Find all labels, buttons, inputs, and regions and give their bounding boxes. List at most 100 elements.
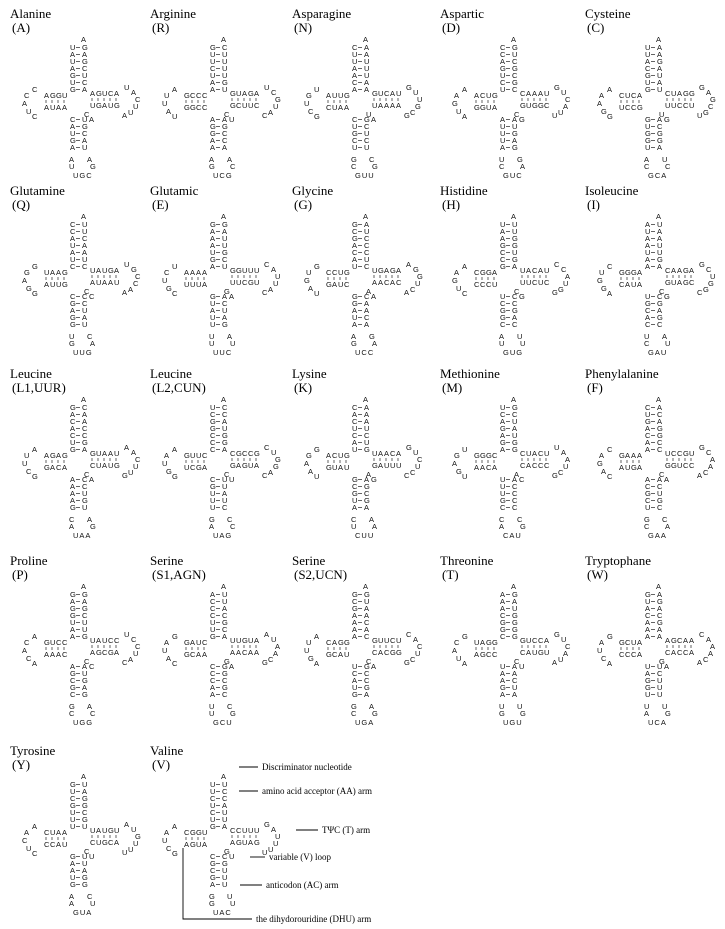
dhu-stem-nt: A xyxy=(44,451,49,460)
anticodon-stem-nt: A xyxy=(657,115,662,124)
legend-anticodon-label: anticodon (AC) arm xyxy=(266,880,338,890)
anticodon-stem-nt: A xyxy=(210,143,215,152)
anticodon-loop-nt: A xyxy=(372,522,377,531)
trna-code: (H) xyxy=(442,197,460,212)
anticodon-stem-nt: C xyxy=(82,292,88,301)
dhu-loop-nt: U xyxy=(462,472,467,481)
acceptor-stem-nt: U xyxy=(364,64,369,73)
acceptor-stem-nt: A xyxy=(222,445,227,454)
anticodon-loop-nt: C xyxy=(87,332,93,341)
variable-loop-nt: C xyxy=(659,287,665,296)
anticodon-stem-nt: U xyxy=(657,489,662,498)
t-stem-nt: G xyxy=(538,648,544,657)
t-stem-nt: A xyxy=(248,838,253,847)
anticodon-stem-nt: A xyxy=(364,306,369,315)
t-stem-nt: C xyxy=(544,278,550,287)
anticodon-stem-nt: A xyxy=(82,662,87,671)
acceptor-stem-nt: U xyxy=(82,71,87,80)
t-loop-nt: U xyxy=(133,102,138,111)
dhu-stem-nt: A xyxy=(56,840,61,849)
anticodon-stem-nt: U xyxy=(82,115,87,124)
anticodon-stem-nt: U xyxy=(657,676,662,685)
anticodon-stem-nt: C xyxy=(512,320,518,329)
acceptor-stem-nt: U xyxy=(210,50,215,59)
acceptor-stem-nt: A xyxy=(222,604,227,613)
acceptor-stem-nt: C xyxy=(210,445,216,454)
t-loop-nt: G xyxy=(404,658,410,667)
acceptor-stem-nt: G xyxy=(70,780,76,789)
t-loop-nt: U xyxy=(558,655,563,664)
anticodon-loop-nt: U xyxy=(209,702,214,711)
dhu-stem-nt: U xyxy=(625,463,630,472)
acceptor-stem-nt: A xyxy=(82,248,87,257)
anticodon-stem-nt: U xyxy=(70,873,75,882)
anticodon-stem-nt: C xyxy=(82,482,88,491)
t-loop-nt: U xyxy=(563,279,568,288)
acceptor-stem-nt: U xyxy=(210,815,215,824)
anticodon-loop-nt: U xyxy=(499,155,504,164)
dhu-stem-nt: G xyxy=(474,103,480,112)
trna-name: Cysteine xyxy=(585,6,631,21)
t-loop-nt: A xyxy=(565,272,570,281)
t-stem-nt: U xyxy=(242,101,247,110)
anticodon-stem-nt: G xyxy=(222,859,228,868)
anticodon-stem-nt: U xyxy=(70,129,75,138)
dhu-loop-nt: G xyxy=(306,451,312,460)
dhu-stem-nt: C xyxy=(62,650,68,659)
t-loop-nt: U xyxy=(268,845,273,854)
t-loop-nt: G xyxy=(554,630,560,639)
t-stem-nt: C xyxy=(532,266,538,275)
acceptor-stem-nt: C xyxy=(500,632,506,641)
t-stem-nt: G xyxy=(96,648,102,657)
t-stem-nt: A xyxy=(396,101,401,110)
dhu-stem-nt: G xyxy=(486,638,492,647)
acceptor-stem-nt: A xyxy=(352,632,357,641)
anticodon-stem-nt: A xyxy=(512,136,517,145)
dhu-loop-nt: C xyxy=(24,638,30,647)
anticodon-loop-nt: A xyxy=(69,522,74,531)
acceptor-stem-nt: C xyxy=(352,431,358,440)
t-stem-nt: C xyxy=(683,461,689,470)
t-stem-nt: C xyxy=(532,461,538,470)
acceptor-stem-nt: U xyxy=(222,241,227,250)
t-stem-nt: A xyxy=(96,266,101,275)
anticodon-loop-nt: G xyxy=(644,515,650,524)
anticodon-loop-nt: C xyxy=(644,522,650,531)
t-loop-nt: U xyxy=(275,272,280,281)
dhu-stem-nt: G xyxy=(184,638,190,647)
anticodon-loop-nt: C xyxy=(665,162,671,171)
dhu-stem-nt: A xyxy=(202,840,207,849)
t-loop-nt: G xyxy=(131,265,137,274)
dhu-loop-nt: U xyxy=(456,284,461,293)
anticodon-stem-nt: U xyxy=(210,489,215,498)
acceptor-stem-nt: U xyxy=(364,438,369,447)
anticodon-stem-nt: U xyxy=(82,489,87,498)
anticodon-stem-nt: U xyxy=(645,503,650,512)
t-loop-nt: U xyxy=(124,260,129,269)
variable-loop-nt: C xyxy=(84,470,90,479)
dhu-loop-nt: A xyxy=(308,284,313,293)
acceptor-stem-nt: G xyxy=(210,822,216,831)
dhu-stem-nt: A xyxy=(338,650,343,659)
acceptor-stem-nt: A xyxy=(657,78,662,87)
anticodon-stem-nt: U xyxy=(222,873,227,882)
dhu-loop-nt: U xyxy=(456,107,461,116)
acceptor-stem-nt: C xyxy=(210,438,216,447)
t-stem-nt: C xyxy=(665,89,671,98)
anticodon-stem-nt: C xyxy=(500,299,506,308)
t-stem-nt: C xyxy=(677,101,683,110)
acceptor-stem-nt: G xyxy=(82,794,88,803)
anticodon-loop-nt: U xyxy=(90,899,95,908)
anticodon-stem-nt: C xyxy=(645,320,651,329)
t-stem-nt: G xyxy=(96,101,102,110)
dhu-loop-nt: A xyxy=(599,638,604,647)
anticodon-stem-nt: G xyxy=(364,496,370,505)
acceptor-stem-nt: A xyxy=(645,632,650,641)
dhu-stem-nt: C xyxy=(202,638,208,647)
anticodon-loop-nt: C xyxy=(230,522,236,531)
